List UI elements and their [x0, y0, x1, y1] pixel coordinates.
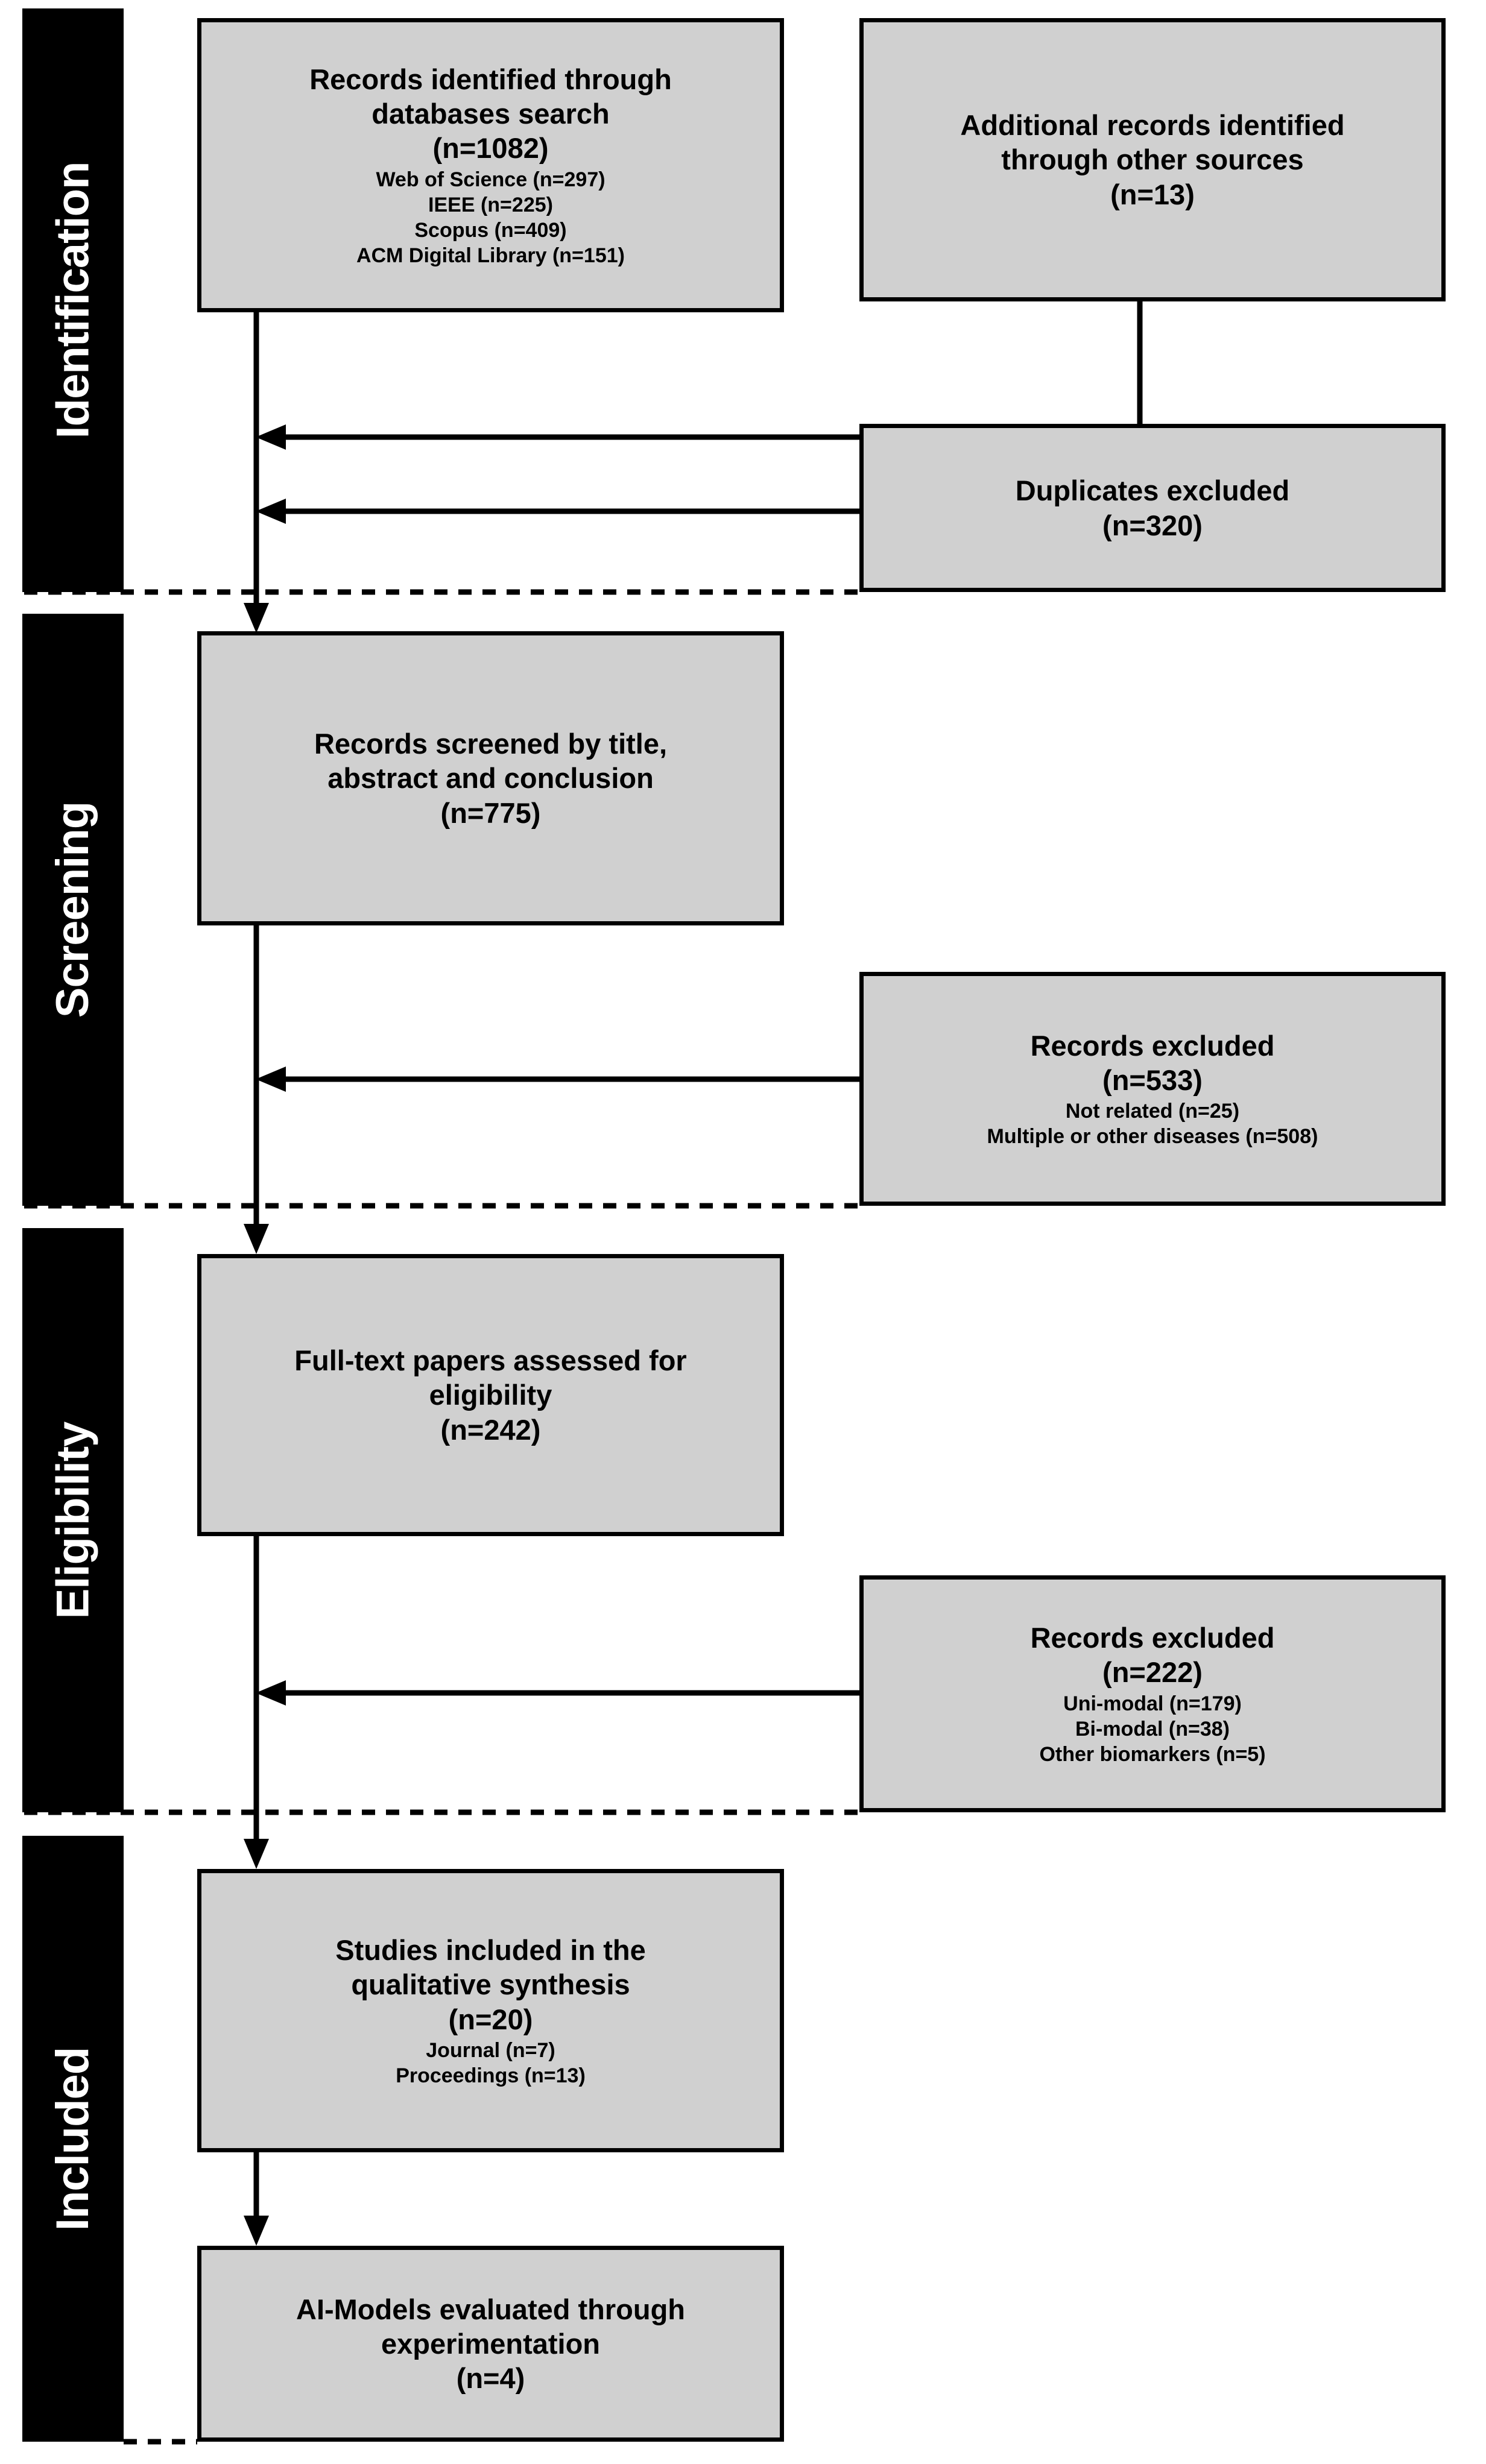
arrowhead-records-excluded-eligibility [256, 1680, 286, 1706]
node-duplicates-excluded: Duplicates excluded (n=320) [859, 424, 1446, 592]
arrowhead-to-models [244, 2216, 269, 2246]
node-records-identified: Records identified through databases sea… [197, 18, 784, 312]
arrowhead-to-fulltext [244, 1224, 269, 1254]
arrowhead-to-screened [244, 603, 269, 633]
stage-label-identification: Identification [47, 162, 99, 439]
node-records-screened-title: Records screened by title, abstract and … [314, 728, 668, 829]
stage-bar-included: Included [22, 1836, 124, 2442]
node-records-identified-details: Web of Science (n=297) IEEE (n=225) Scop… [356, 168, 625, 268]
node-records-excluded-screening-title: Records excluded (n=533) [1030, 1029, 1275, 1096]
node-records-screened: Records screened by title, abstract and … [197, 631, 784, 925]
node-fulltext-assessed-title: Full-text papers assessed for eligibilit… [294, 1344, 687, 1446]
node-models-evaluated: AI-Models evaluated through experimentat… [197, 2246, 784, 2442]
node-studies-included: Studies included in the qualitative synt… [197, 1869, 784, 2152]
node-fulltext-assessed: Full-text papers assessed for eligibilit… [197, 1254, 784, 1536]
arrowhead-additional-records [256, 424, 286, 450]
stage-bar-eligibility: Eligibility [22, 1228, 124, 1812]
node-records-excluded-eligibility: Records excluded (n=222) Uni-modal (n=17… [859, 1575, 1446, 1812]
node-duplicates-excluded-title: Duplicates excluded (n=320) [1015, 474, 1290, 541]
arrowhead-to-included [244, 1839, 269, 1869]
node-records-excluded-screening-details: Not related (n=25) Multiple or other dis… [987, 1100, 1318, 1149]
arrowhead-records-excluded-screening [256, 1067, 286, 1092]
stage-label-included: Included [47, 2047, 98, 2231]
connector-additional-records [268, 301, 1143, 440]
node-records-identified-title: Records identified through databases sea… [309, 63, 672, 165]
node-records-excluded-screening: Records excluded (n=533) Not related (n=… [859, 972, 1446, 1206]
stage-label-screening: Screening [47, 801, 98, 1018]
stage-bar-screening: Screening [22, 614, 124, 1206]
node-additional-records: Additional records identified through ot… [859, 18, 1446, 301]
node-models-evaluated-title: AI-Models evaluated through experimentat… [296, 2293, 685, 2395]
node-records-excluded-eligibility-title: Records excluded (n=222) [1030, 1621, 1275, 1689]
node-studies-included-details: Journal (n=7) Proceedings (n=13) [396, 2038, 586, 2087]
node-additional-records-title: Additional records identified through ot… [960, 109, 1345, 210]
node-studies-included-title: Studies included in the qualitative synt… [335, 1933, 646, 2035]
stage-label-eligibility: Eligibility [47, 1422, 98, 1619]
node-records-excluded-eligibility-details: Uni-modal (n=179) Bi-modal (n=38) Other … [1039, 1692, 1266, 1766]
stage-bar-identification: Identification [22, 8, 124, 592]
arrowhead-duplicates-excluded [256, 499, 286, 524]
